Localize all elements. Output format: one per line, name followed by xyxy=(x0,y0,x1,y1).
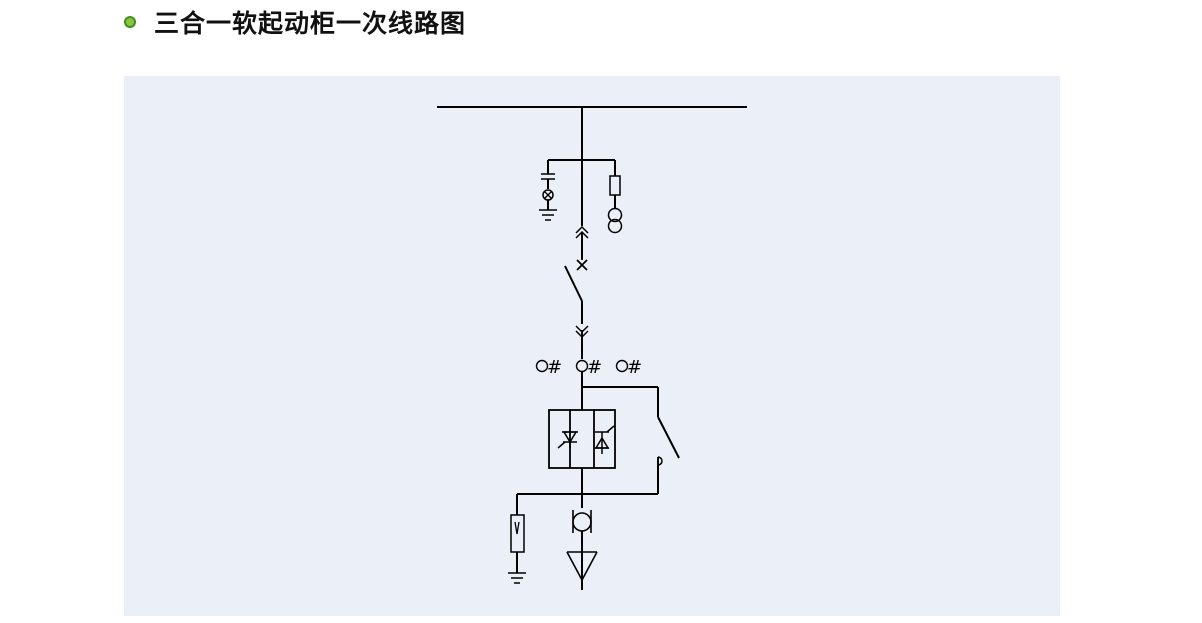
header: 三合一软起动柜一次线路图 xyxy=(124,4,466,40)
page-title: 三合一软起动柜一次线路图 xyxy=(154,9,467,38)
diagram-panel: # # # xyxy=(124,76,1060,616)
soft-starter-thyristor-box xyxy=(548,409,616,469)
bypass-contactor-blade xyxy=(657,416,680,459)
single-line-diagram: # # # xyxy=(437,106,747,590)
voltage-indicator-branch xyxy=(539,159,615,221)
surge-arrester-branch xyxy=(508,493,582,584)
breaker-cross-icon xyxy=(576,259,588,271)
zero-sequence-ct-icon xyxy=(572,510,592,533)
current-transformers: # # # xyxy=(535,357,642,378)
vacuum-circuit-breaker xyxy=(564,265,583,302)
ct-mark-3: # xyxy=(627,357,642,378)
ct-mark-1: # xyxy=(547,357,562,378)
voltage-transformer-branch xyxy=(607,160,623,234)
thyristor-icon xyxy=(557,425,615,454)
fuse-icon xyxy=(609,175,621,196)
ground-icon xyxy=(539,209,557,221)
bypass-contactor-branch xyxy=(582,386,680,495)
voltage-transformer-icon xyxy=(607,207,623,223)
ground-icon-2 xyxy=(508,572,526,584)
green-dot-icon xyxy=(124,16,136,28)
ct-mark-2: # xyxy=(587,357,602,378)
